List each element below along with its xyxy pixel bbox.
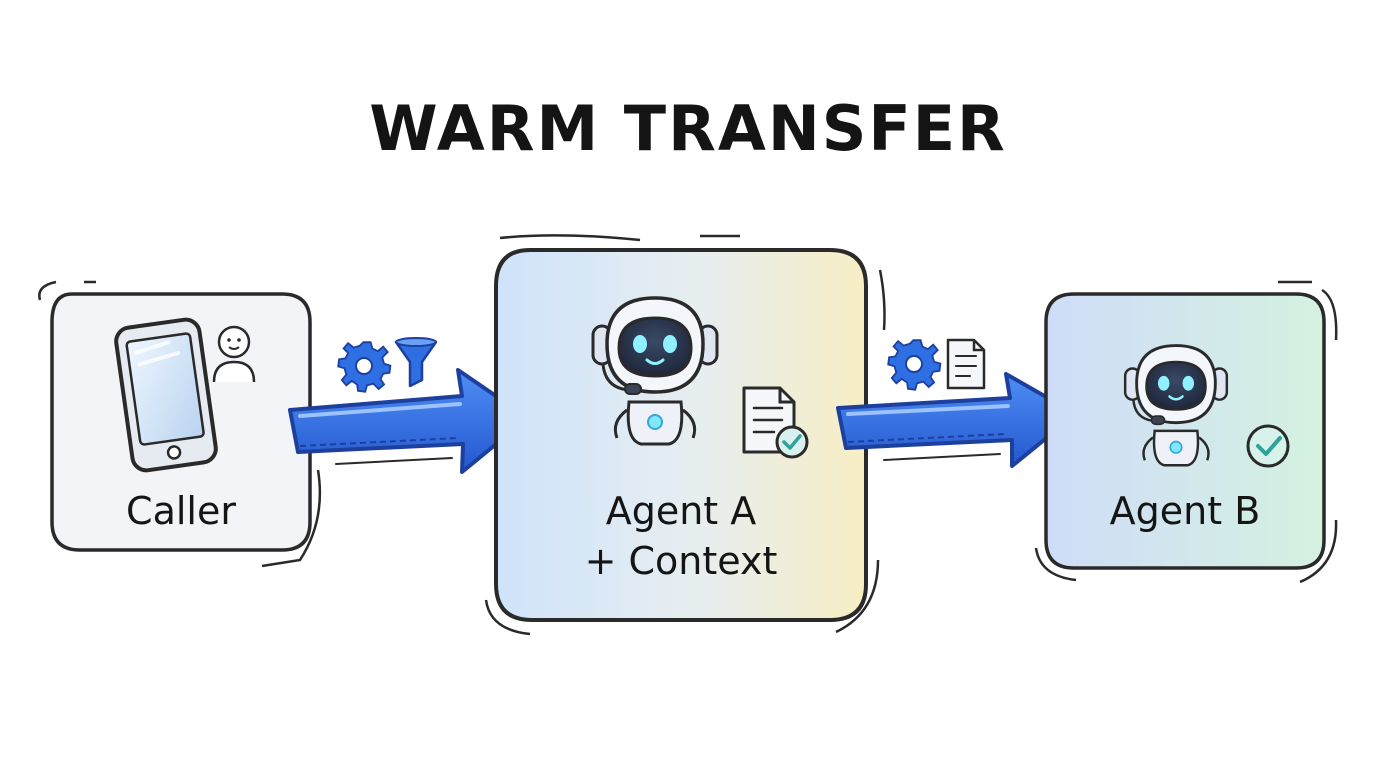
agent-a-label-line1: Agent A — [605, 489, 757, 533]
page-title: WARM TRANSFER — [369, 92, 1007, 165]
agent-a-node[interactable] — [484, 234, 886, 636]
document-check-icon — [742, 386, 809, 459]
agent-b-label: Agent B — [1109, 489, 1261, 533]
agent-a-label-line2: + Context — [584, 539, 778, 583]
transfer-arrow-1 — [288, 337, 530, 474]
check-circle-icon — [1246, 424, 1290, 468]
smartphone-icon — [114, 317, 218, 473]
gear-icon — [887, 339, 942, 391]
person-icon — [212, 325, 256, 383]
caller-node[interactable] — [38, 280, 322, 568]
caller-label: Caller — [126, 489, 236, 533]
funnel-icon — [394, 337, 438, 388]
document-icon — [946, 338, 986, 390]
agent-a-label: Agent A + Context — [496, 486, 866, 586]
agent-b-node[interactable] — [1034, 280, 1338, 584]
gear-icon — [337, 341, 392, 393]
transfer-arrow-2 — [836, 338, 1078, 468]
